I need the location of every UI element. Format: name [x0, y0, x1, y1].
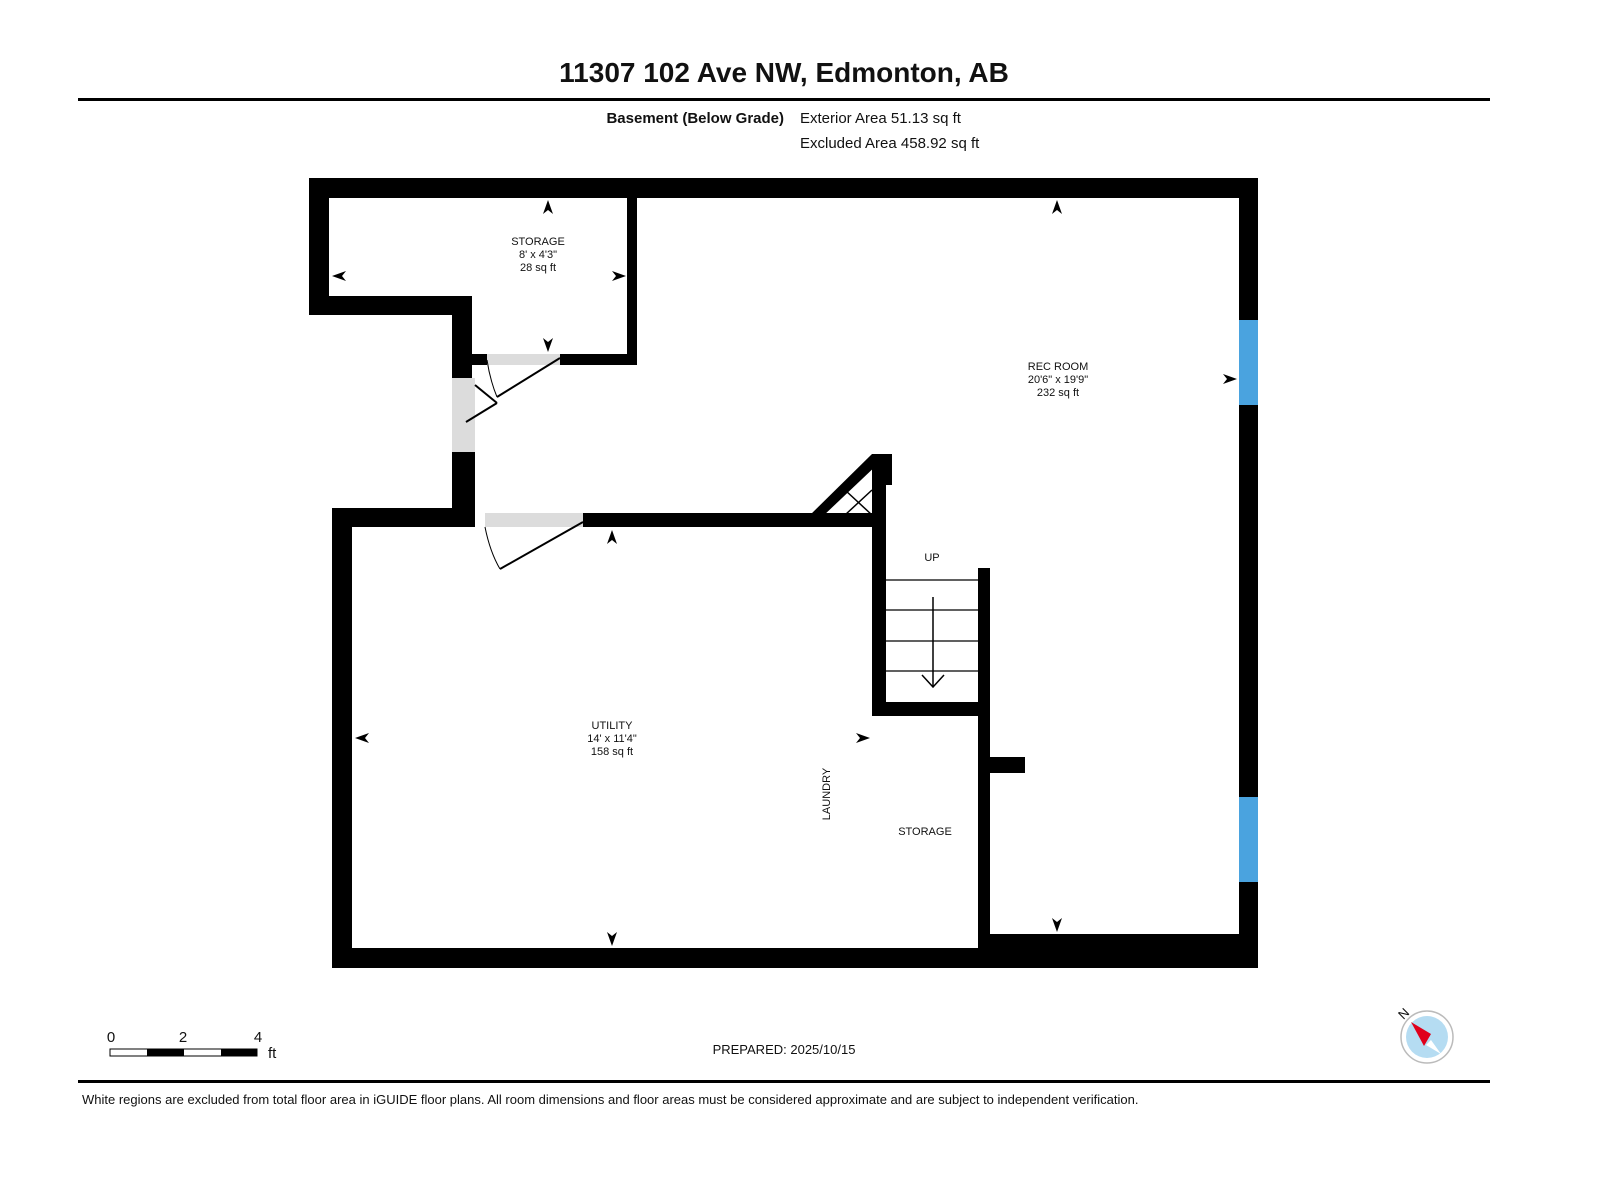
- svg-text:REC ROOM: REC ROOM: [1028, 361, 1089, 373]
- svg-text:UTILITY: UTILITY: [592, 720, 634, 732]
- compass-icon: N: [1395, 1005, 1454, 1064]
- room-rec-room: REC ROOM 20'6" x 19'9" 232 sq ft: [1028, 361, 1089, 399]
- svg-text:0: 0: [107, 1029, 115, 1046]
- closet-x: [844, 489, 873, 516]
- window: [1239, 320, 1258, 405]
- footer-rule: [78, 1080, 1490, 1083]
- page-title: 11307 102 Ave NW, Edmonton, AB: [559, 57, 1009, 88]
- disclaimer: White regions are excluded from total fl…: [82, 1092, 1138, 1107]
- svg-text:ft: ft: [268, 1045, 277, 1062]
- room-utility: UTILITY 14' x 11'4" 158 sq ft: [587, 720, 637, 758]
- header-rule: [78, 98, 1490, 101]
- dimension-arrows: [332, 200, 1237, 946]
- exterior-area: Exterior Area 51.13 sq ft: [800, 110, 962, 127]
- svg-text:14' x 11'4": 14' x 11'4": [587, 733, 637, 745]
- svg-text:4: 4: [254, 1029, 262, 1046]
- svg-text:STORAGE: STORAGE: [511, 236, 565, 248]
- svg-text:8' x 4'3": 8' x 4'3": [519, 249, 557, 261]
- excluded-area: Excluded Area 458.92 sq ft: [800, 135, 980, 152]
- door-storage: [486, 354, 561, 398]
- room-storage: STORAGE 8' x 4'3" 28 sq ft: [511, 236, 565, 274]
- floor-name: Basement (Below Grade): [606, 110, 784, 127]
- walls: [309, 178, 1258, 968]
- staircase: [886, 579, 978, 689]
- scale-bar: 0 2 4 ft: [107, 1029, 277, 1062]
- prepared-date: PREPARED: 2025/10/15: [713, 1042, 856, 1057]
- door-hall: [452, 378, 498, 452]
- svg-text:158 sq ft: 158 sq ft: [591, 746, 633, 758]
- svg-text:2: 2: [179, 1029, 187, 1046]
- svg-text:232 sq ft: 232 sq ft: [1037, 387, 1079, 399]
- stairs-label: UP: [924, 552, 939, 564]
- svg-text:20'6" x 19'9": 20'6" x 19'9": [1028, 374, 1088, 386]
- door-utility: [484, 513, 584, 570]
- svg-text:28 sq ft: 28 sq ft: [520, 262, 556, 274]
- room-storage-2: STORAGE: [898, 826, 952, 838]
- room-laundry: LAUNDRY: [821, 767, 833, 820]
- window: [1239, 797, 1258, 882]
